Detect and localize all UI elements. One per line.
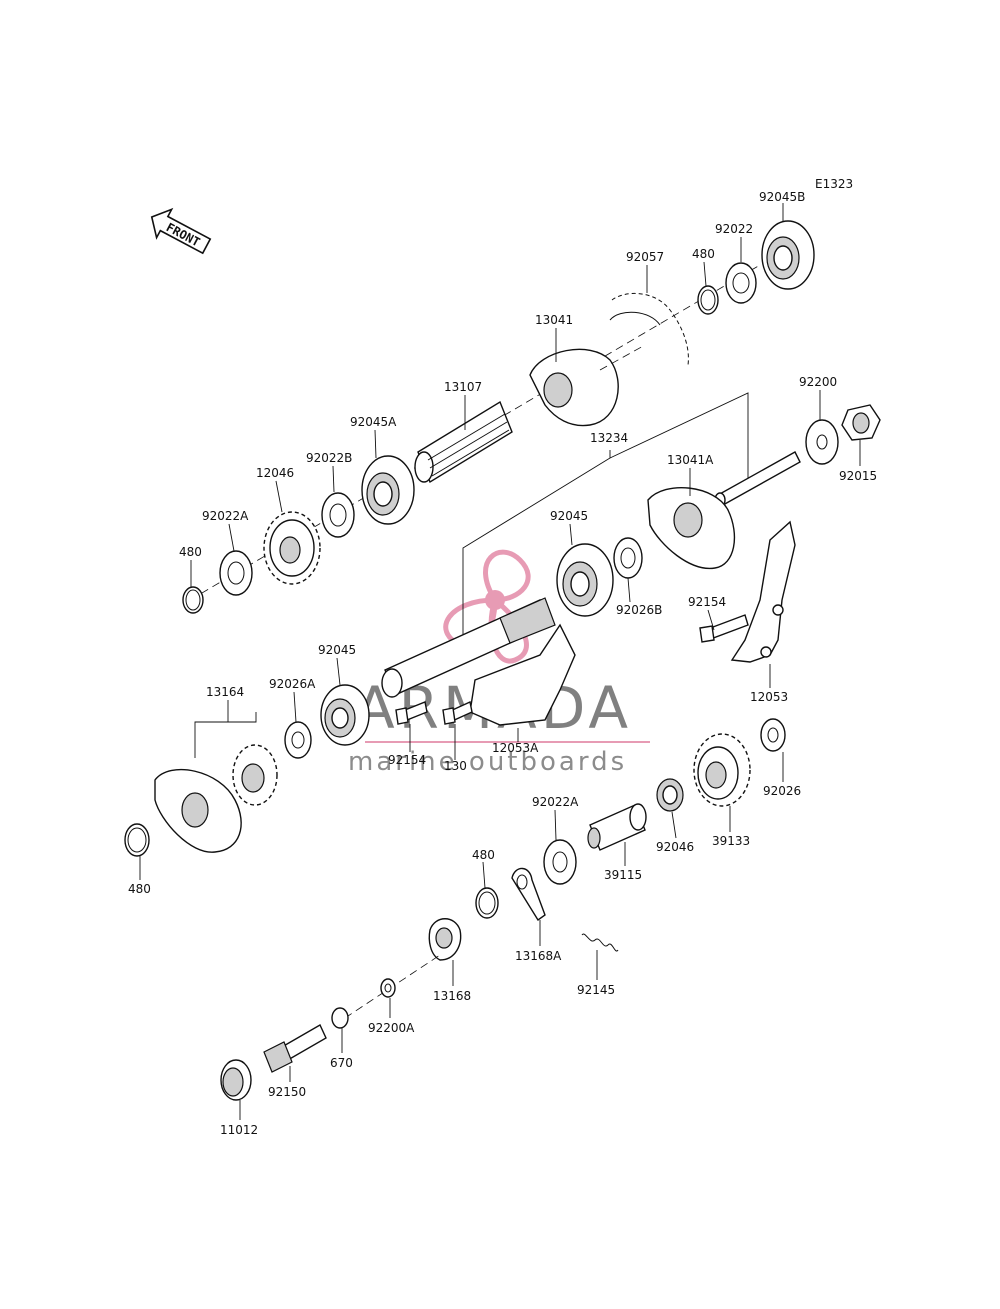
oring-670	[331, 1007, 349, 1029]
label-92015: 92015	[839, 469, 877, 483]
label-13164: 13164	[206, 685, 244, 699]
label-92200A: 92200A	[368, 1021, 415, 1035]
bracket-13234	[462, 450, 611, 640]
leader-lines	[139, 203, 861, 1120]
washer-92026B	[613, 537, 643, 579]
washer-92022B	[321, 492, 355, 538]
circlip-480-d	[475, 887, 499, 919]
label-480-b: 480	[692, 247, 715, 261]
chain-92057	[609, 292, 689, 366]
guide-12053	[730, 520, 796, 663]
label-92022: 92022	[715, 222, 753, 236]
washer-92026A	[284, 721, 312, 759]
label-13234: 13234	[590, 431, 628, 445]
label-480-d: 480	[472, 848, 495, 862]
front-arrow-icon: FRONT	[150, 207, 212, 255]
bolt-92154-a	[699, 614, 749, 643]
bolt-92150	[263, 1024, 327, 1073]
circlip-480-b	[697, 285, 719, 315]
pin-shaft	[714, 451, 801, 508]
sprocket-39133	[693, 733, 751, 807]
label-39133: 39133	[712, 834, 750, 848]
label-12053: 12053	[750, 690, 788, 704]
label-11012: 11012	[220, 1123, 258, 1137]
label-13041A: 13041A	[667, 453, 714, 467]
label-39115: 39115	[604, 868, 642, 882]
bearing-92045B	[761, 220, 815, 290]
circlip-480-a	[182, 586, 204, 614]
label-92150: 92150	[268, 1085, 306, 1099]
label-92045A: 92045A	[350, 415, 397, 429]
label-92154-a: 92154	[688, 595, 726, 609]
bearing-92045-b	[320, 684, 370, 746]
label-92026B: 92026B	[616, 603, 662, 617]
label-92022A-a: 92022A	[202, 509, 249, 523]
washer-92022A-b	[543, 839, 577, 885]
bearing-92045-a	[556, 543, 614, 617]
lever-13168A	[511, 867, 546, 922]
label-92046: 92046	[656, 840, 694, 854]
washer-92022A-a	[219, 550, 253, 596]
label-670: 670	[330, 1056, 353, 1070]
needle-bearing-92046	[656, 778, 684, 812]
label-92022A-b: 92022A	[532, 795, 579, 809]
label-92026: 92026	[763, 784, 801, 798]
diagram-code: E1323	[815, 177, 853, 191]
cam-13041A	[647, 487, 736, 570]
cap-11012	[220, 1059, 252, 1101]
sleeve-13107	[414, 400, 513, 484]
label-92057: 92057	[626, 250, 664, 264]
cam-13041	[529, 344, 646, 427]
label-480-a: 480	[179, 545, 202, 559]
spring-92145	[581, 933, 619, 952]
shaft-39115	[587, 803, 647, 851]
label-13168A: 13168A	[515, 949, 562, 963]
label-92026A: 92026A	[269, 677, 316, 691]
watermark-tagline: marine outboards	[348, 747, 627, 777]
label-92154-b: 92154	[388, 753, 426, 767]
label-92045B: 92045B	[759, 190, 805, 204]
label-92045-a: 92045	[550, 509, 588, 523]
circlip-480-c	[124, 823, 150, 857]
lever-13168	[428, 918, 462, 961]
guide-12053A	[469, 623, 576, 726]
label-13168: 13168	[433, 989, 471, 1003]
washer-92022	[725, 262, 757, 304]
label-12046: 12046	[256, 466, 294, 480]
label-92200: 92200	[799, 375, 837, 389]
cam-sprocket-13164	[154, 744, 278, 853]
washer-92026	[760, 718, 786, 752]
label-92145: 92145	[577, 983, 615, 997]
label-13041: 13041	[535, 313, 573, 327]
sprocket-12046	[263, 511, 321, 585]
nut-92015	[841, 404, 881, 441]
washer-92200	[805, 419, 839, 465]
label-92045-b: 92045	[318, 643, 356, 657]
label-130: 130	[444, 759, 467, 773]
label-13107: 13107	[444, 380, 482, 394]
washer-92200A	[380, 978, 396, 998]
label-92022B: 92022B	[306, 451, 352, 465]
label-12053A: 12053A	[492, 741, 539, 755]
bracket-13164	[194, 712, 257, 758]
label-480-c: 480	[128, 882, 151, 896]
mainshaft	[381, 597, 556, 698]
bolt-92154-b	[395, 701, 428, 725]
bolt-130	[442, 700, 473, 725]
part-labels: 92045B 92022 480 92057 13041 13107 92045…	[128, 190, 877, 1137]
bearing-92045A	[361, 455, 415, 525]
